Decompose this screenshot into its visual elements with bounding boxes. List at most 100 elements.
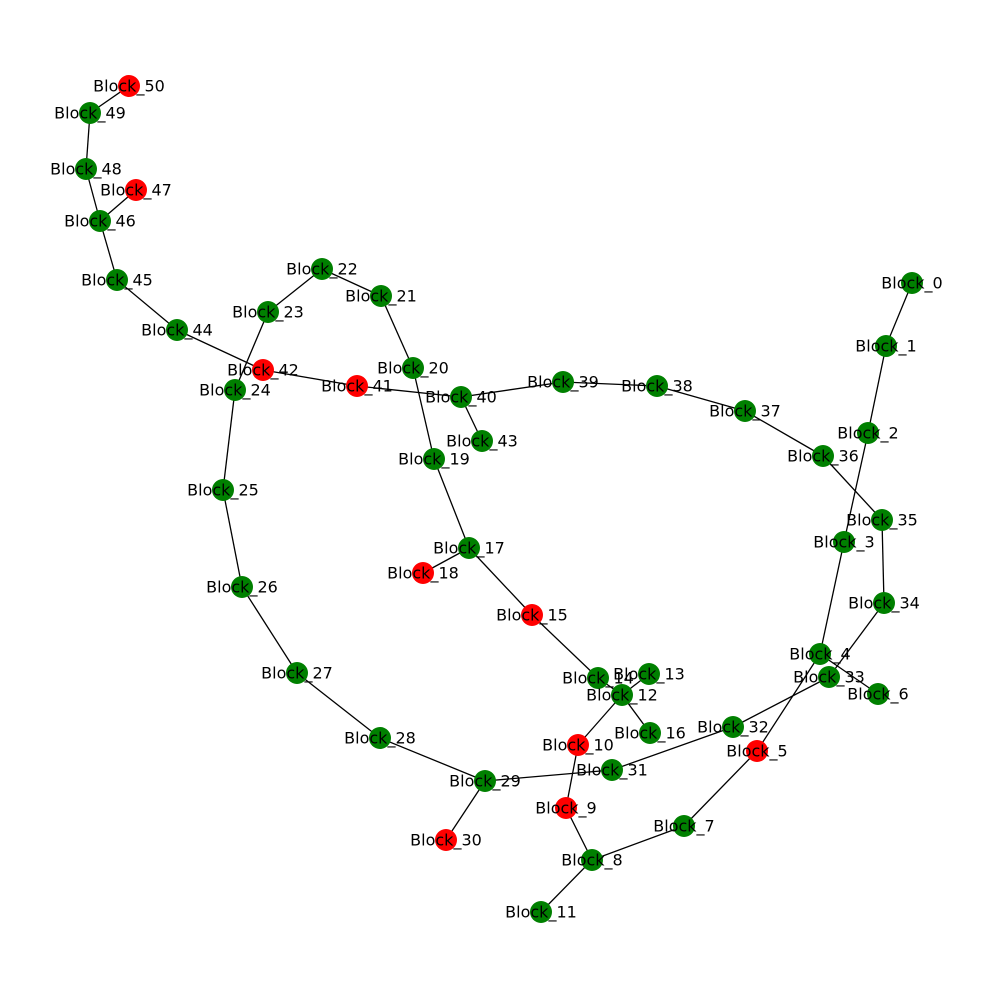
node-block-45 <box>106 269 128 291</box>
node-block-28 <box>369 727 391 749</box>
node-label-block-26: Block_26 <box>206 578 278 598</box>
graph-nodes <box>75 75 923 923</box>
node-block-17 <box>458 537 480 559</box>
node-block-42 <box>252 359 274 381</box>
edge-block-41-block-42 <box>262 369 358 387</box>
node-label-block-50: Block_50 <box>93 77 165 97</box>
node-block-2 <box>857 422 879 444</box>
node-block-4 <box>809 643 831 665</box>
node-label-block-46: Block_46 <box>64 212 136 232</box>
node-label-block-49: Block_49 <box>54 104 126 124</box>
node-block-24 <box>224 379 246 401</box>
node-label-block-34: Block_34 <box>848 594 920 614</box>
edge-block-7-block-8 <box>591 825 685 861</box>
node-label-block-3: Block_3 <box>813 533 874 553</box>
node-label-block-14: Block_14 <box>562 669 634 689</box>
node-block-43 <box>471 430 493 452</box>
node-block-20 <box>402 357 424 379</box>
edge-block-17-block-19 <box>433 458 470 549</box>
edge-block-26-block-27 <box>241 586 298 674</box>
node-block-46 <box>89 210 111 232</box>
node-label-block-42: Block_42 <box>227 361 299 381</box>
node-label-block-12: Block_12 <box>586 686 658 706</box>
node-block-50 <box>118 75 140 97</box>
node-label-block-6: Block_6 <box>847 685 908 705</box>
node-block-26 <box>231 576 253 598</box>
edge-block-19-block-20 <box>412 367 435 460</box>
node-block-5 <box>746 740 768 762</box>
node-block-47 <box>125 179 147 201</box>
edge-block-29-block-31 <box>484 769 613 782</box>
node-label-block-32: Block_32 <box>697 718 769 738</box>
node-block-19 <box>423 448 445 470</box>
edge-block-3-block-4 <box>819 541 845 655</box>
node-block-29 <box>474 770 496 792</box>
node-block-16 <box>639 722 661 744</box>
edge-block-36-block-37 <box>744 410 824 457</box>
node-label-block-7: Block_7 <box>653 817 714 837</box>
node-block-39 <box>552 371 574 393</box>
edge-block-39-block-40 <box>460 381 564 398</box>
node-label-block-37: Block_37 <box>709 402 781 422</box>
edge-block-32-block-33 <box>732 676 830 728</box>
node-label-block-27: Block_27 <box>261 664 333 684</box>
node-label-block-35: Block_35 <box>846 511 918 531</box>
node-label-block-40: Block_40 <box>425 388 497 408</box>
node-label-block-4: Block_4 <box>789 645 850 665</box>
node-label-block-20: Block_20 <box>377 359 449 379</box>
node-label-block-8: Block_8 <box>561 851 622 871</box>
node-block-13 <box>638 663 660 685</box>
node-block-48 <box>75 158 97 180</box>
node-label-block-23: Block_23 <box>232 303 304 323</box>
node-block-7 <box>673 815 695 837</box>
edge-block-31-block-32 <box>611 726 734 771</box>
node-label-block-13: Block_13 <box>613 665 685 685</box>
node-label-block-5: Block_5 <box>726 742 787 762</box>
node-label-block-38: Block_38 <box>621 377 693 397</box>
edge-block-22-block-23 <box>267 268 323 313</box>
edge-block-38-block-39 <box>562 381 658 387</box>
node-block-25 <box>212 479 234 501</box>
edge-block-15-block-17 <box>468 547 533 616</box>
node-block-37 <box>734 400 756 422</box>
node-block-22 <box>311 258 333 280</box>
node-label-block-21: Block_21 <box>345 287 417 307</box>
edge-block-42-block-44 <box>176 329 264 371</box>
node-label-block-47: Block_47 <box>100 181 172 201</box>
node-label-block-31: Block_31 <box>576 761 648 781</box>
node-block-49 <box>79 102 101 124</box>
edge-block-8-block-11 <box>540 859 593 913</box>
edge-block-27-block-28 <box>296 672 381 739</box>
node-block-14 <box>587 667 609 689</box>
node-block-11 <box>530 901 552 923</box>
edge-block-2-block-3 <box>843 432 869 543</box>
edge-block-4-block-6 <box>819 653 879 695</box>
node-block-44 <box>166 319 188 341</box>
edge-block-20-block-21 <box>380 295 414 369</box>
graph-edges <box>85 85 913 913</box>
node-block-34 <box>873 592 895 614</box>
edge-block-0-block-1 <box>885 282 913 347</box>
node-label-block-25: Block_25 <box>187 481 259 501</box>
node-block-27 <box>286 662 308 684</box>
node-block-23 <box>257 301 279 323</box>
node-label-block-18: Block_18 <box>387 564 459 584</box>
node-block-33 <box>818 666 840 688</box>
edge-block-4-block-5 <box>756 653 821 752</box>
node-block-15 <box>521 604 543 626</box>
edge-block-1-block-2 <box>867 345 887 434</box>
node-block-38 <box>646 375 668 397</box>
node-block-32 <box>722 716 744 738</box>
node-label-block-33: Block_33 <box>793 668 865 688</box>
node-block-6 <box>867 683 889 705</box>
node-label-block-28: Block_28 <box>344 729 416 749</box>
node-block-1 <box>875 335 897 357</box>
node-block-9 <box>555 797 577 819</box>
node-label-block-10: Block_10 <box>542 736 614 756</box>
node-label-block-45: Block_45 <box>81 271 153 291</box>
node-label-block-24: Block_24 <box>199 381 271 401</box>
graph-labels: Block_0Block_1Block_2Block_3Block_4Block… <box>50 77 943 923</box>
node-label-block-2: Block_2 <box>837 424 898 444</box>
edge-block-29-block-30 <box>445 780 486 841</box>
node-label-block-44: Block_44 <box>141 321 213 341</box>
